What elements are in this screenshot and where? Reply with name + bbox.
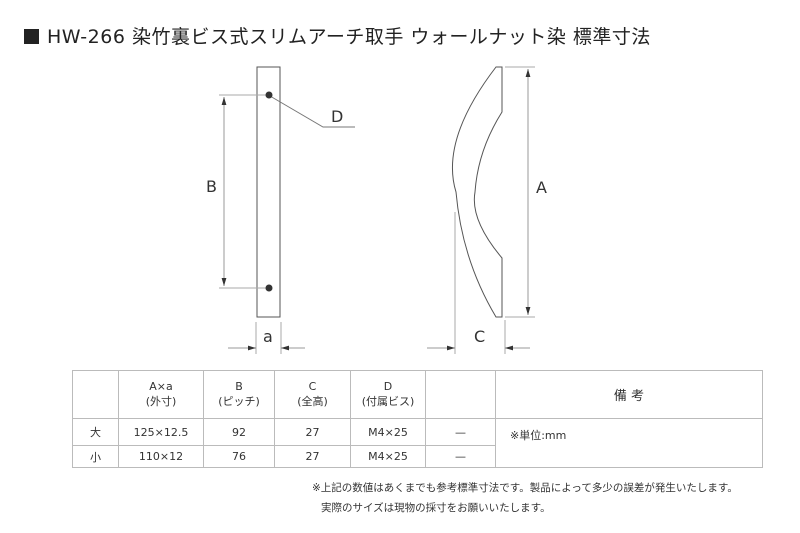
- header-c: C(全高): [274, 370, 351, 419]
- screw-hole-top: [265, 91, 273, 99]
- table-row: 大 125×12.5 92 27 M4×25 — ※単位:mm: [72, 418, 763, 468]
- label-c: C: [474, 327, 486, 346]
- c-cell: 27: [274, 445, 351, 468]
- remarks-cell: ※単位:mm: [495, 418, 763, 468]
- b-cell: 76: [203, 445, 275, 468]
- header-b: B(ピッチ): [203, 370, 275, 419]
- dimension-table: A×a(外寸) B(ピッチ) C(全高) D(付属ビス) 備 考 大 125×1…: [72, 370, 763, 468]
- c-cell: 27: [274, 418, 351, 446]
- note-2: 実際のサイズは現物の採寸をお願いいたします。: [321, 502, 551, 514]
- side-view-body: [452, 66, 503, 318]
- header-d: D(付属ビス): [350, 370, 426, 419]
- header-axa: A×a(外寸): [118, 370, 204, 419]
- d-cell: M4×25: [350, 418, 426, 446]
- table-row: 小 110×12 76 27 M4×25 —: [72, 445, 763, 468]
- note-1: ※上記の数値はあくまでも参考標準寸法です。製品によって多少の誤差が発生いたします…: [312, 482, 738, 494]
- label-d: D: [331, 107, 344, 126]
- footnotes: ※上記の数値はあくまでも参考標準寸法です。製品によって多少の誤差が発生いたします…: [312, 478, 738, 518]
- d-cell: M4×25: [350, 445, 426, 468]
- label-a: A: [536, 178, 547, 197]
- header-remarks: 備 考: [495, 370, 763, 419]
- extra-cell: —: [425, 445, 496, 468]
- table-header-row: A×a(外寸) B(ピッチ) C(全高) D(付属ビス) 備 考: [72, 370, 763, 419]
- size-cell: 小: [72, 445, 119, 468]
- front-view-body: [256, 66, 281, 318]
- axa-cell: 125×12.5: [118, 418, 204, 446]
- b-cell: 92: [203, 418, 275, 446]
- page-title: HW-266 染竹裏ビス式スリムアーチ取手 ウォールナット染 標準寸法: [24, 22, 651, 49]
- title-text: HW-266 染竹裏ビス式スリムアーチ取手 ウォールナット染 標準寸法: [47, 26, 651, 48]
- label-a-small: a: [263, 327, 273, 346]
- d-leader: [269, 95, 355, 128]
- label-b: B: [206, 177, 217, 196]
- extra-cell: —: [425, 418, 496, 446]
- size-cell: 大: [72, 418, 119, 446]
- axa-cell: 110×12: [118, 445, 204, 468]
- screw-hole-bottom: [265, 284, 273, 292]
- square-bullet-icon: [24, 29, 39, 44]
